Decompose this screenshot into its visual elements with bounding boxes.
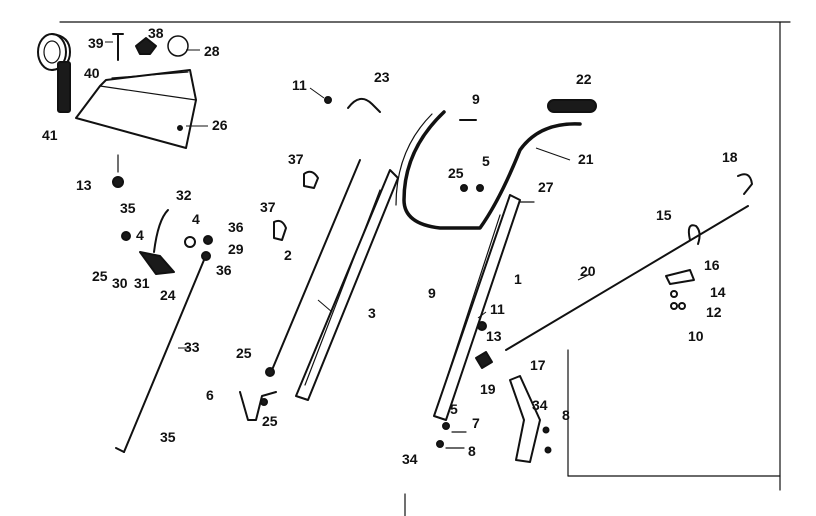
label-9a: 9 — [472, 91, 480, 107]
label-7: 7 — [472, 415, 480, 431]
label-38: 38 — [148, 25, 164, 41]
label-25a: 25 — [448, 165, 464, 181]
label-16: 16 — [704, 257, 720, 273]
label-9b: 9 — [428, 285, 436, 301]
bracket-17 — [509, 375, 541, 463]
rod-33 — [123, 259, 205, 453]
nut-25d — [260, 398, 268, 406]
label-8a: 8 — [562, 407, 570, 423]
headlight-assembly — [37, 33, 71, 113]
label-11a: 11 — [292, 77, 307, 93]
label-13b: 13 — [486, 328, 502, 344]
label-6: 6 — [206, 387, 214, 403]
clamp-37b — [273, 219, 287, 241]
label-37b: 37 — [260, 199, 276, 215]
bolt-34 — [542, 426, 550, 434]
label-25c: 25 — [236, 345, 252, 361]
label-25b: 25 — [92, 268, 108, 284]
label-26: 26 — [212, 117, 228, 133]
nut-36b — [201, 251, 211, 261]
nut-13b — [475, 351, 493, 369]
bolt-8 — [544, 446, 552, 454]
washer-10 — [678, 302, 686, 310]
label-41: 41 — [42, 127, 58, 143]
label-28: 28 — [204, 43, 220, 59]
label-11b: 11 — [490, 301, 505, 317]
lever-16 — [665, 269, 695, 285]
nut-36a — [203, 235, 213, 245]
bracket-6 — [239, 391, 277, 421]
bolt-34b — [436, 440, 444, 448]
label-3: 3 — [368, 305, 376, 321]
label-34b: 34 — [402, 451, 418, 467]
label-23: 23 — [374, 69, 390, 85]
washer-12 — [670, 302, 678, 310]
label-5a: 5 — [482, 153, 490, 169]
label-30: 30 — [112, 275, 128, 291]
nut-13 — [112, 176, 124, 188]
label-25d: 25 — [262, 413, 278, 429]
label-10: 10 — [688, 328, 704, 344]
label-8b: 8 — [468, 443, 476, 459]
clip-18 — [737, 173, 753, 195]
rod-33-end — [115, 447, 125, 453]
washer-4b — [184, 236, 196, 248]
rod-2-end — [265, 367, 275, 377]
label-35a: 35 — [120, 200, 136, 216]
label-19: 19 — [480, 381, 496, 397]
label-36a: 36 — [228, 219, 244, 235]
washer-14 — [670, 290, 678, 298]
clamp-37a — [303, 170, 319, 189]
bracket-23 — [347, 97, 381, 113]
nut-11b — [477, 321, 487, 331]
leader-lines — [105, 41, 591, 349]
label-27: 27 — [538, 179, 554, 195]
label-36b: 36 — [216, 262, 232, 278]
washer-25a — [460, 184, 468, 192]
nut-5b — [442, 422, 450, 430]
u-clip-15 — [687, 224, 701, 245]
bolt-39 — [112, 33, 124, 61]
label-17: 17 — [530, 357, 546, 373]
label-40: 40 — [84, 65, 100, 81]
bracket-24 — [139, 251, 175, 275]
label-4a: 4 — [136, 227, 144, 243]
label-1: 1 — [514, 271, 522, 287]
label-13a: 13 — [76, 177, 92, 193]
label-33: 33 — [184, 339, 200, 355]
handle-tube-3 — [295, 169, 399, 401]
clip-38 — [135, 37, 157, 55]
label-15: 15 — [656, 207, 672, 223]
lower-handle-1 — [433, 194, 521, 421]
label-4b: 4 — [192, 211, 200, 227]
label-32: 32 — [176, 187, 192, 203]
label-24: 24 — [160, 287, 176, 303]
console-panel-26 — [75, 69, 197, 149]
grip-22 — [547, 99, 597, 113]
label-5b: 5 — [450, 401, 458, 417]
label-34a: 34 — [532, 397, 548, 413]
label-31: 31 — [134, 275, 150, 291]
label-39: 39 — [88, 35, 104, 51]
nut-35a — [121, 231, 131, 241]
knob-28 — [167, 35, 189, 57]
label-37a: 37 — [288, 151, 304, 167]
label-21: 21 — [578, 151, 594, 167]
rod-20 — [505, 205, 749, 351]
label-22: 22 — [576, 71, 592, 87]
rod-2 — [271, 159, 361, 371]
nut-5a — [476, 184, 484, 192]
label-18: 18 — [722, 149, 738, 165]
nut-11 — [324, 96, 332, 104]
label-2: 2 — [284, 247, 292, 263]
label-35b: 35 — [160, 429, 176, 445]
label-14: 14 — [710, 284, 726, 300]
label-12: 12 — [706, 304, 722, 320]
spring-32 — [153, 209, 169, 253]
label-29: 29 — [228, 241, 244, 257]
label-20: 20 — [580, 263, 596, 279]
upper-handle-21 — [395, 110, 582, 230]
